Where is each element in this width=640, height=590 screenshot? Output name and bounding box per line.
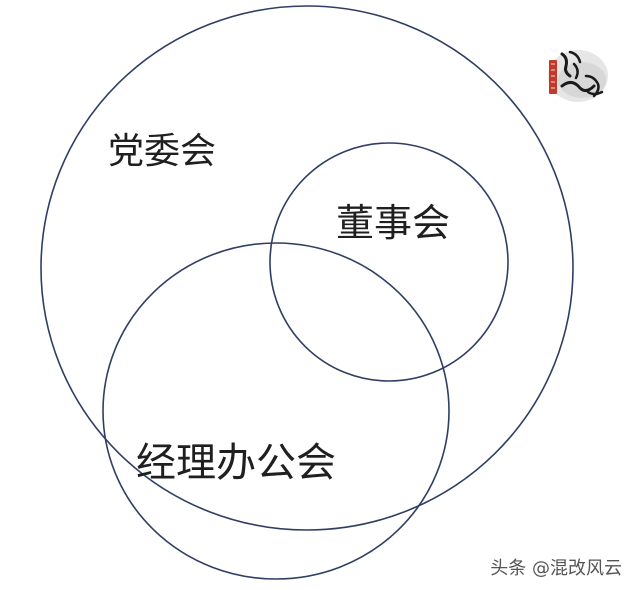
brand-logo — [548, 50, 608, 102]
board-of-directors-label: 董事会 — [336, 201, 450, 245]
manager-office-circle — [102, 242, 450, 580]
party-committee-label: 党委会 — [108, 131, 216, 172]
manager-office-label: 经理办公会 — [136, 440, 336, 486]
watermark-text: 头条 @混改风云 — [490, 558, 622, 579]
board-of-directors-circle — [269, 142, 509, 382]
party-committee-circle — [40, 5, 574, 531]
